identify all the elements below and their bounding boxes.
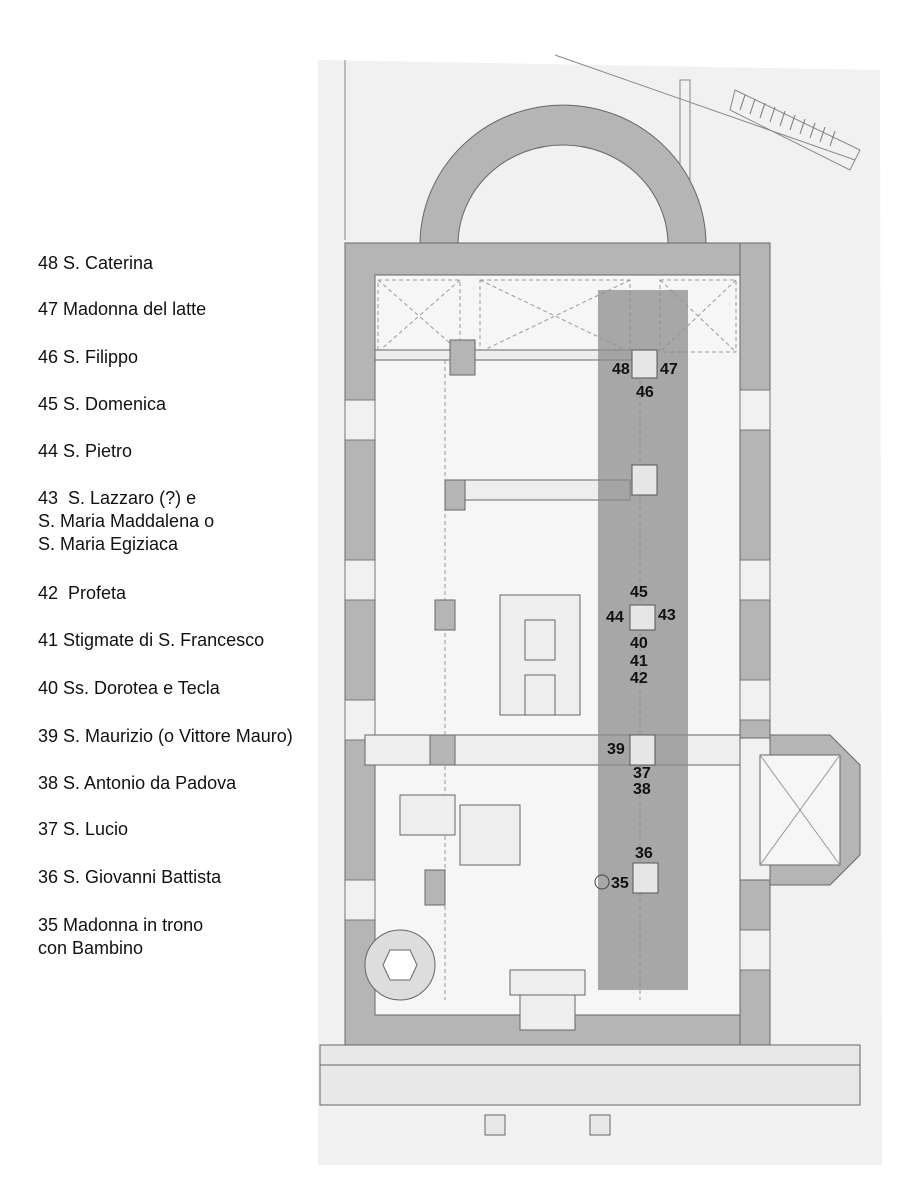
legend-item-44: 44 S. Pietro xyxy=(38,441,133,461)
piers xyxy=(424,339,476,906)
plan-number-38: 38 xyxy=(633,781,651,798)
plan-number-42: 42 xyxy=(630,670,648,687)
plan-number-44: 44 xyxy=(606,609,624,626)
legend-item-48: 48 S. Caterina xyxy=(38,253,154,273)
legend-item-37: 37 S. Lucio xyxy=(38,819,129,839)
legend-item-41: 41 Stigmate di S. Francesco xyxy=(38,630,265,650)
plan-number-47: 47 xyxy=(660,361,678,378)
legend-item-42: 42 Profeta xyxy=(38,583,127,603)
legend-item-45: 45 S. Domenica xyxy=(38,394,167,414)
windows xyxy=(344,389,771,971)
plan-number-40: 40 xyxy=(630,635,648,652)
right-wall xyxy=(739,242,771,739)
legend-item-40: 40 Ss. Dorotea e Tecla xyxy=(38,678,220,698)
chapel-cross-lines xyxy=(759,754,841,866)
legend-item-43: 43 S. Lazzaro (?) e S. Maria Maddalena o… xyxy=(38,488,215,554)
masonry-bands xyxy=(364,349,741,1031)
staircase-icon xyxy=(739,94,836,147)
marker-circle-icon xyxy=(594,874,610,890)
legend-item-36: 36 S. Giovanni Battista xyxy=(38,867,222,887)
plan-number-36: 36 xyxy=(635,845,653,862)
plan-number-48: 48 xyxy=(612,361,630,378)
plan-number-35: 35 xyxy=(611,875,629,892)
plan-number-41: 41 xyxy=(630,653,648,670)
pier-squares xyxy=(629,349,659,894)
baptismal-font-icon xyxy=(364,929,436,1001)
site-lines xyxy=(344,54,861,241)
legend-item-46: 46 S. Filippo xyxy=(38,347,139,367)
plan-number-37: 37 xyxy=(633,765,651,782)
apse xyxy=(419,104,707,246)
entrance-steps xyxy=(319,1044,861,1136)
legend-item-39: 39 S. Maurizio (o Vittore Mauro) xyxy=(38,726,293,746)
legend-item-38: 38 S. Antonio da Padova xyxy=(38,773,237,793)
plan-number-43: 43 xyxy=(658,607,676,624)
plan-number-39: 39 xyxy=(607,741,625,758)
plan-number-45: 45 xyxy=(630,584,648,601)
legend-item-47: 47 Madonna del latte xyxy=(38,299,207,319)
plan-number-46: 46 xyxy=(636,384,654,401)
legend-item-35: 35 Madonna in trono con Bambino xyxy=(38,915,204,958)
